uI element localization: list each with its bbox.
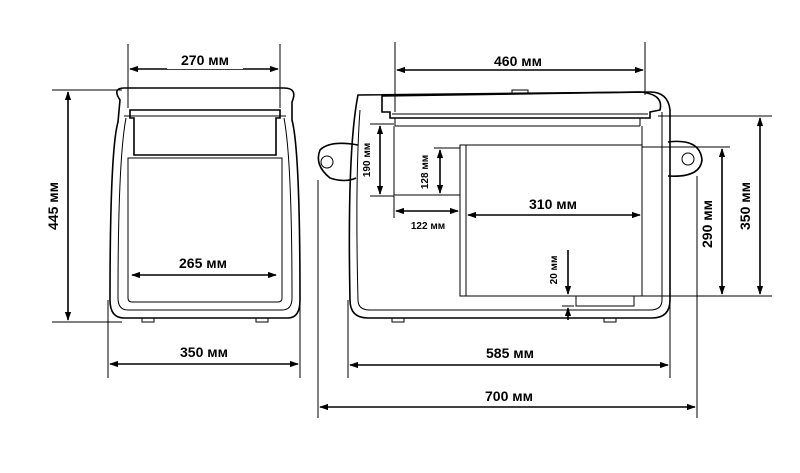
front-inner-width-dim: 265 мм [131,255,277,279]
side-small-height-label: 190 мм [362,143,373,177]
side-lid-width-dim: 460 мм [394,42,646,112]
front-top-width-dim: 270 мм [127,44,281,108]
side-height-label: 350 мм [737,182,753,230]
side-small-width-dim: 122 мм [393,196,461,232]
front-view [109,87,301,323]
side-inner-width-label: 310 мм [529,196,577,212]
side-small-height-dim: 190 мм [362,123,394,197]
front-top-width-label: 270 мм [181,52,229,68]
side-step [575,296,635,307]
front-inner-width-label: 265 мм [179,255,227,271]
side-total-width-label: 700 мм [485,388,533,404]
side-total-width-dim: 700 мм [317,176,698,418]
side-body-outline [348,91,671,319]
side-small-inner-height-label: 128 мм [420,155,431,189]
side-height-dim: 350 мм [658,115,772,297]
side-step-dim: 20 мм [549,250,574,320]
side-body-width-label: 585 мм [486,345,534,361]
side-left-tab [317,142,359,182]
side-small-width-label: 122 мм [411,221,445,232]
side-inner-width-dim: 310 мм [467,196,641,219]
side-inner-height-label: 290 мм [699,200,715,248]
side-lid-width-label: 460 мм [494,53,542,69]
side-body-width-dim: 585 мм [347,300,671,378]
side-inner-height-dim: 290 мм [576,146,730,297]
front-inner-panel [127,157,283,303]
side-step-label: 20 мм [549,256,560,285]
front-height-dim: 445 мм [45,89,122,323]
front-body-outline [109,87,301,319]
side-small-inner-height-dim: 128 мм [420,147,460,194]
front-handle [129,109,281,156]
side-left-tab-hole [320,155,334,169]
front-base-width-label: 350 мм [180,344,228,360]
side-right-tab-hole [681,152,695,166]
front-height-label: 445 мм [45,182,61,230]
side-view [317,89,703,323]
front-body-inner [117,117,293,311]
front-base-width-dim: 350 мм [107,300,301,378]
side-right-tab [667,140,703,177]
